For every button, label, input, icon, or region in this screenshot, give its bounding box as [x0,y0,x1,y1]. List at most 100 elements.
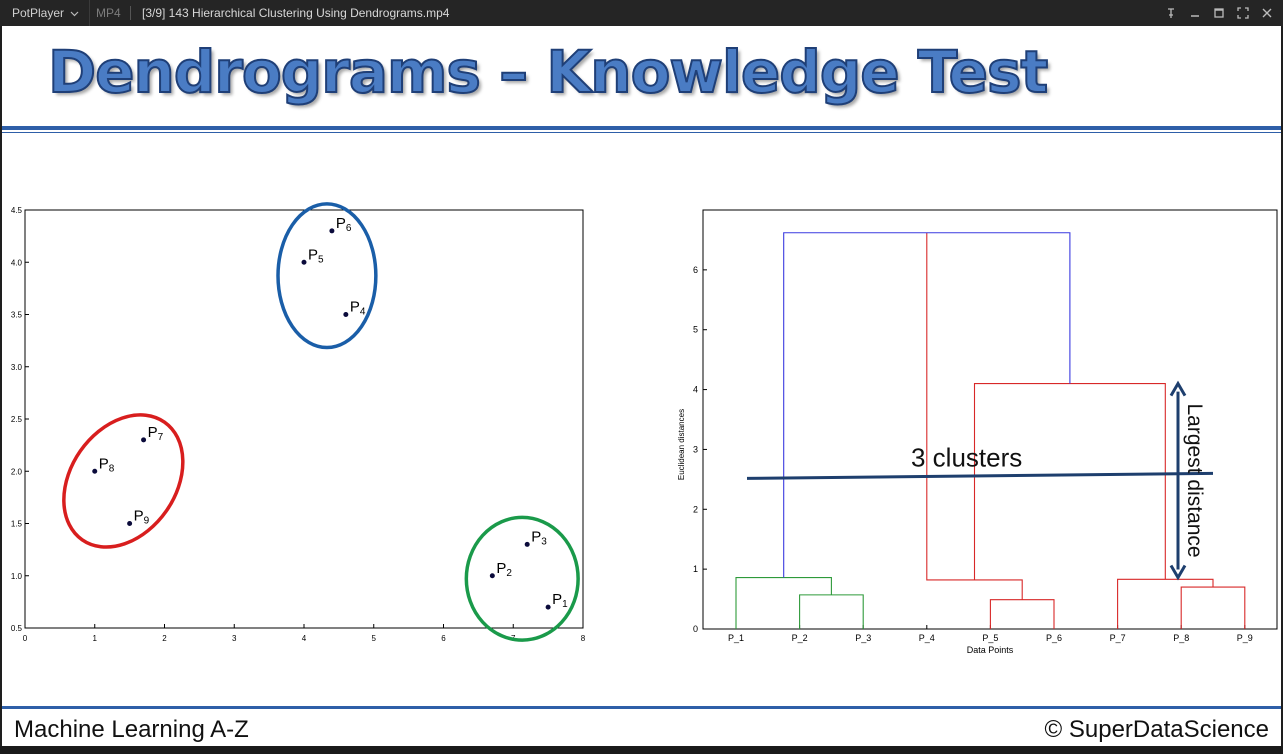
app-menu-button[interactable]: PotPlayer [0,0,91,26]
minimize-icon[interactable] [1187,5,1203,21]
cut-label: 3 clusters [911,442,1022,472]
data-point [329,228,335,234]
cluster-ellipse [62,413,185,549]
x-axis-label: Data Points [967,645,1014,655]
leaf-label: P_9 [1237,633,1253,643]
point-label: P6 [336,215,352,234]
cluster-ellipse [276,202,378,350]
data-point [141,437,147,443]
leaf-label: P_1 [728,633,744,643]
point-label-letter: P [308,246,318,263]
chevron-down-icon [70,6,79,20]
close-icon[interactable] [1259,5,1275,21]
y-tick-label: 5 [693,325,698,335]
x-tick-label: 6 [441,634,446,643]
point-label-subscript: 9 [144,516,150,527]
point-label-subscript: 5 [318,254,324,265]
x-tick-label: 0 [23,634,28,643]
data-point [127,521,133,526]
point-label: P8 [99,455,115,474]
leaf-label: P_4 [919,633,935,643]
dendrogram-link [973,383,1166,580]
title-rule [2,126,1281,130]
pin-icon[interactable] [1163,5,1179,21]
point-label-subscript: 2 [506,568,512,579]
point-label-letter: P [336,215,346,232]
x-tick-label: 4 [302,634,307,643]
leaf-label: P_2 [792,633,808,643]
x-tick-label: 8 [581,634,586,643]
leaf-label: P_3 [855,633,871,643]
y-tick-label: 4 [693,385,698,395]
point-label-subscript: 8 [109,463,115,474]
point-label-letter: P [99,455,109,472]
data-point [489,573,495,579]
data-point [301,259,307,265]
data-point [545,604,551,610]
title-rule-thin [2,132,1281,133]
y-tick-label: 3 [693,444,698,454]
footer-rule [2,706,1281,709]
x-tick-label: 2 [162,634,167,643]
dendrogram-link [1180,586,1246,629]
data-point [92,468,98,474]
y-axis-label: Euclidean distances [677,409,686,480]
data-point [343,312,349,317]
point-label-subscript: 6 [346,223,352,234]
point-label: P4 [350,299,366,318]
dendrogram-link [989,599,1055,629]
point-label-letter: P [531,528,541,545]
file-title: [3/9] 143 Hierarchical Clustering Using … [142,6,450,20]
x-tick-label: 3 [232,634,237,643]
y-tick-label: 6 [693,265,698,275]
dendrogram-link [1117,578,1214,629]
title-bar: PotPlayer MP4 [3/9] 143 Hierarchical Clu… [0,0,1283,26]
y-tick-label: 2.5 [11,415,23,424]
point-label-subscript: 1 [562,599,568,610]
point-label-letter: P [134,508,144,525]
point-label: P7 [148,424,164,443]
x-tick-label: 5 [372,634,377,643]
title-separator [130,6,131,20]
slide-title: Dendrograms – Knowledge Test [47,37,1049,107]
point-label-letter: P [350,299,360,316]
y-tick-label: 1.5 [11,520,23,529]
app-name: PotPlayer [12,6,65,20]
leaf-label: P_5 [982,633,998,643]
x-tick-label: 1 [93,634,98,643]
window-controls [1163,0,1275,26]
point-label-letter: P [148,424,158,441]
point-label-subscript: 3 [541,536,547,547]
cluster-ellipse [464,515,580,642]
dendrogram-link [735,576,832,629]
point-label: P2 [496,560,512,579]
leaf-label: P_6 [1046,633,1062,643]
arrow-label: Largest distance [1183,403,1206,557]
y-tick-label: 3.5 [11,311,23,320]
player-bottom-edge [0,746,1283,754]
y-tick-label: 4.5 [11,206,23,215]
point-label-letter: P [496,560,506,577]
point-label: P9 [134,508,150,527]
file-format: MP4 [96,6,121,20]
maximize-icon[interactable] [1211,5,1227,21]
y-tick-label: 1.0 [11,572,23,581]
dendrogram-link [799,594,864,629]
point-label: P3 [531,528,547,547]
y-tick-label: 0 [693,624,698,634]
leaf-label: P_8 [1173,633,1189,643]
distance-arrow-head-bottom [1169,564,1187,581]
dendrogram-link [783,232,1071,578]
course-name: Machine Learning A-Z [14,716,249,743]
y-tick-label: 2 [693,504,698,514]
y-tick-label: 4.0 [11,258,23,267]
fullscreen-icon[interactable] [1235,5,1251,21]
cut-line [746,471,1214,480]
y-tick-label: 0.5 [11,624,23,633]
distance-arrow-head-top [1169,380,1187,397]
data-point [524,541,530,547]
copyright-label: © SuperDataScience [1044,716,1269,743]
